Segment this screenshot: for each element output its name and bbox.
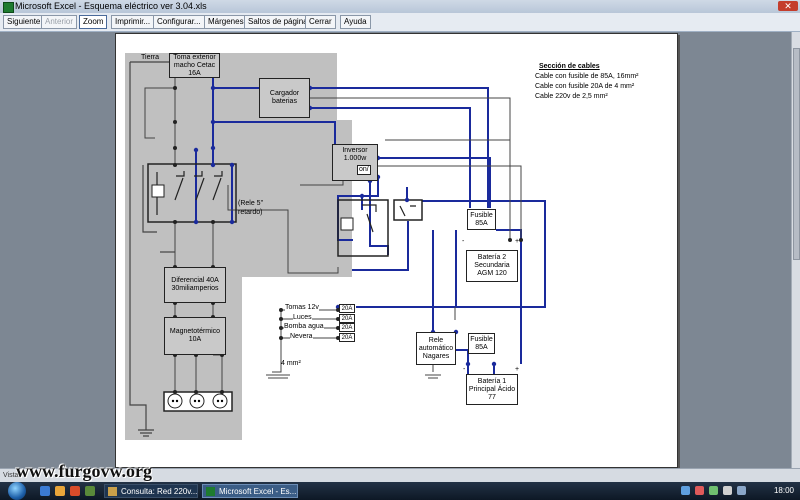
app-icon[interactable] bbox=[85, 486, 95, 496]
tray-icon[interactable] bbox=[709, 486, 718, 495]
transfer-relay-coil bbox=[340, 217, 354, 231]
legend-line: Cable con fusible de 85A, 16mm² bbox=[535, 73, 639, 80]
circuit-fuse: 20A bbox=[339, 314, 355, 323]
earth-wiring bbox=[129, 61, 175, 437]
status-bar: Vista bbox=[0, 468, 800, 483]
tray-icon[interactable] bbox=[681, 486, 690, 495]
socket-outlet bbox=[167, 393, 183, 409]
legend-line: Cable con fusible 20A de 4 mm² bbox=[535, 83, 635, 90]
circuit-label-12v-outlets: Tomas 12v bbox=[285, 304, 319, 312]
relay-label: (Rele 5"retardo) bbox=[238, 200, 264, 216]
start-button[interactable] bbox=[8, 482, 26, 500]
battery2-negative: - bbox=[462, 238, 465, 245]
relay-block bbox=[147, 163, 237, 223]
circuit-label-fridge: Nevera bbox=[290, 333, 313, 341]
circuit-fuse: 20A bbox=[339, 333, 355, 342]
transfer-relay-contact bbox=[362, 204, 377, 233]
taskbar-item-excel[interactable]: Microsoft Excel - Es... bbox=[202, 484, 298, 498]
earth-label: Tierra bbox=[141, 54, 160, 61]
browser-icon[interactable] bbox=[70, 486, 80, 496]
relay-coil bbox=[151, 184, 165, 198]
gray-panel bbox=[125, 53, 352, 440]
inverter-switch-label: on/ bbox=[357, 165, 371, 175]
legend-line: Cable 220v de 2,5 mm² bbox=[535, 93, 608, 100]
taskbar-item-consulta[interactable]: Consulta: Red 220v... bbox=[104, 484, 198, 498]
ie-icon[interactable] bbox=[40, 486, 50, 496]
tray-icon[interactable] bbox=[695, 486, 704, 495]
circuit-label-lights: Luces bbox=[293, 314, 312, 322]
close-preview-button[interactable]: Cerrar bbox=[305, 15, 336, 29]
zoom-button[interactable]: Zoom bbox=[79, 15, 108, 29]
legend-title: Sección de cables bbox=[539, 63, 600, 70]
socket-outlet bbox=[212, 393, 228, 409]
folder-icon[interactable] bbox=[55, 486, 65, 496]
close-window-button[interactable]: ✕ bbox=[778, 1, 798, 11]
battery2-positive: + bbox=[515, 238, 520, 245]
window-title: Microsoft Excel - Esquema eléctrico ver … bbox=[15, 1, 207, 11]
taskbar: Consulta: Red 220v... Microsoft Excel - … bbox=[0, 482, 800, 500]
battery1-negative: - bbox=[463, 366, 466, 373]
relay-contacts bbox=[156, 171, 223, 215]
watermark: www.furgovw.org bbox=[16, 461, 152, 481]
setup-button[interactable]: Configurar... bbox=[153, 15, 205, 29]
cable-legend: Sección de cables Cable con fusible de 8… bbox=[535, 62, 639, 102]
socket-outlets bbox=[167, 393, 228, 409]
excel-icon bbox=[206, 487, 215, 496]
print-preview-toolbar: Siguiente Anterior Zoom Imprimir... Conf… bbox=[0, 13, 800, 32]
margins-button[interactable]: Márgenes bbox=[204, 15, 248, 29]
circuit-fuse: 20A bbox=[339, 323, 355, 332]
window-icon bbox=[108, 487, 117, 496]
help-button[interactable]: Ayuda bbox=[340, 15, 371, 29]
volume-icon[interactable] bbox=[723, 486, 732, 495]
transfer-switch-contact bbox=[399, 205, 416, 217]
transfer-relay-block bbox=[337, 199, 389, 257]
circuit-label-water-pump: Bomba agua bbox=[284, 323, 324, 331]
network-icon[interactable] bbox=[737, 486, 746, 495]
status-text: Vista bbox=[3, 472, 19, 479]
previous-button[interactable]: Anterior bbox=[41, 15, 78, 29]
transfer-switch-block bbox=[393, 199, 423, 221]
battery1-positive: + bbox=[515, 366, 520, 373]
clock: 18:00 bbox=[773, 486, 794, 495]
circuit-fuse: 20A bbox=[339, 304, 355, 313]
cable-section-4mm-label: 4 mm² bbox=[281, 360, 301, 367]
excel-icon bbox=[3, 2, 14, 13]
socket-outlet bbox=[189, 393, 205, 409]
